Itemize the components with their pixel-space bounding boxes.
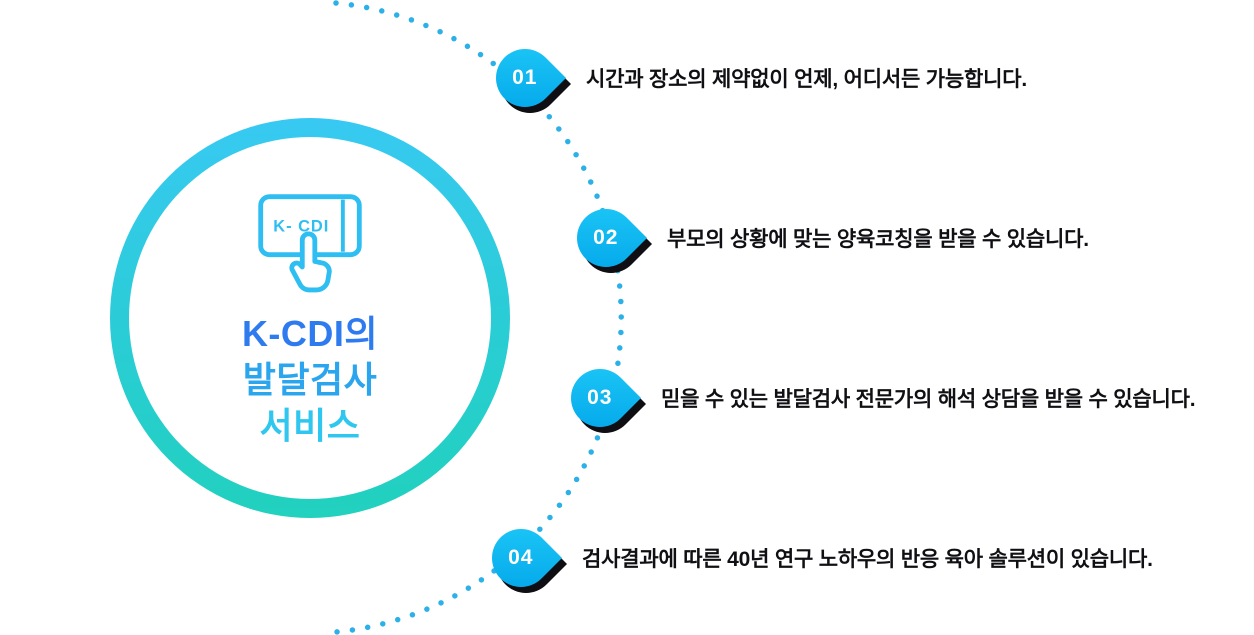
number-badge-01: 01 bbox=[483, 36, 572, 126]
badge-face: 02 bbox=[564, 196, 648, 280]
badge-face: 01 bbox=[483, 36, 567, 120]
service-circle: K- CDI K-CDI의 발달검사 서비스 bbox=[129, 137, 491, 499]
number-badge-02: 02 bbox=[564, 196, 653, 286]
benefit-text: 부모의 상황에 맞는 양육코칭을 받을 수 있습니다. bbox=[667, 228, 1089, 251]
benefit-item-4: 04 검사결과에 따른 40년 연구 노하우의 반응 육아 솔루션이 있습니다. bbox=[479, 516, 1153, 606]
number-badge-04: 04 bbox=[479, 516, 568, 606]
service-circle-ring: K- CDI K-CDI의 발달검사 서비스 bbox=[110, 118, 510, 518]
service-title-line-2: 발달검사 bbox=[242, 359, 378, 401]
badge-face: 04 bbox=[479, 516, 563, 600]
service-title-line-1: K-CDI의 bbox=[241, 313, 379, 355]
benefit-item-2: 02 부모의 상황에 맞는 양육코칭을 받을 수 있습니다. bbox=[564, 196, 1089, 286]
badge-face: 03 bbox=[558, 356, 642, 440]
benefit-item-3: 03 믿을 수 있는 발달검사 전문가의 해석 상담을 받을 수 있습니다. bbox=[558, 356, 1196, 446]
dotted-arc-path bbox=[333, 0, 624, 635]
benefit-text: 시간과 장소의 제약없이 언제, 어디서든 가능합니다. bbox=[586, 68, 1027, 91]
tap-hand-icon bbox=[289, 231, 332, 293]
device-label: K- CDI bbox=[273, 218, 329, 236]
badge-number: 04 bbox=[508, 545, 534, 569]
device-tap-icon: K- CDI bbox=[247, 187, 373, 303]
badge-number: 03 bbox=[587, 385, 613, 409]
benefit-item-1: 01 시간과 장소의 제약없이 언제, 어디서든 가능합니다. bbox=[483, 36, 1027, 126]
benefit-text: 믿을 수 있는 발달검사 전문가의 해석 상담을 받을 수 있습니다. bbox=[661, 388, 1196, 411]
number-badge-03: 03 bbox=[558, 356, 647, 446]
service-title: K-CDI의 발달검사 서비스 bbox=[242, 311, 378, 448]
badge-number: 01 bbox=[512, 65, 538, 89]
service-title-line-3: 서비스 bbox=[259, 404, 361, 446]
badge-number: 02 bbox=[593, 225, 619, 249]
benefit-text: 검사결과에 따른 40년 연구 노하우의 반응 육아 솔루션이 있습니다. bbox=[582, 548, 1153, 571]
